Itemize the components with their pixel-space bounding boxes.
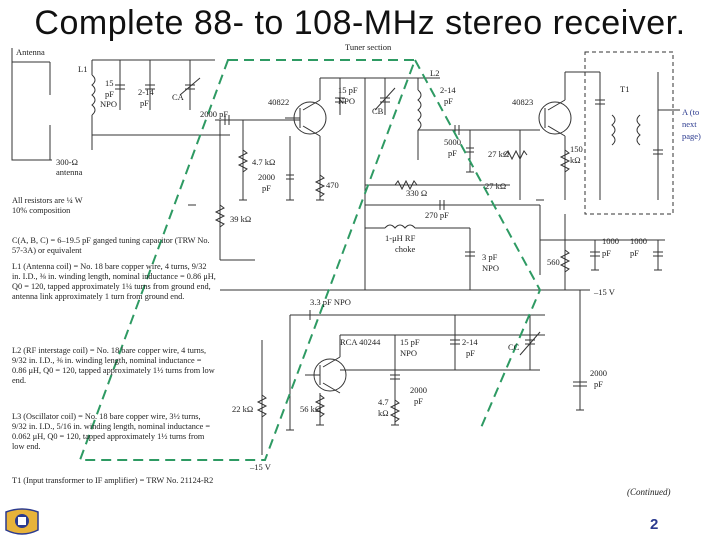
- pf6-label: pF: [602, 248, 611, 258]
- q2-label: 40823: [512, 97, 533, 107]
- r-150k: [559, 149, 571, 173]
- r47kb-label: 4.7: [378, 397, 389, 407]
- note-resistors: All resistors are ¼ W 10% composition: [12, 196, 217, 216]
- c1000b-label: 1000: [630, 236, 647, 246]
- r22k-label: 22 kΩ: [232, 404, 253, 414]
- r150k-label: 150: [570, 144, 583, 154]
- pf9-label: pF: [414, 396, 423, 406]
- t1-box: [584, 51, 674, 215]
- c5000-label: 5000: [444, 137, 461, 147]
- npo3-label: NPO: [482, 263, 499, 273]
- l2-coil: [417, 89, 422, 131]
- c3pf-label: 3 pF: [482, 252, 498, 262]
- note-resistors-2: 10% composition: [12, 206, 71, 215]
- kohm-label: kΩ: [570, 155, 581, 165]
- output-a-label: A (to: [682, 107, 699, 117]
- slide-title: Complete 88- to 108-MHz stereo receiver.: [34, 4, 686, 42]
- tuner-section-box-b: [414, 59, 542, 431]
- q1-label: 40822: [268, 97, 289, 107]
- c15-label: 15: [105, 78, 114, 88]
- pf3-label: pF: [262, 183, 271, 193]
- r27k-label: 27 kΩ: [488, 149, 509, 159]
- rfc-label: 1-μH RF: [385, 233, 416, 243]
- ca-label: CA: [172, 92, 185, 102]
- output-c-label: page): [682, 131, 701, 141]
- r-56k: [314, 394, 326, 418]
- r560-label: 560: [547, 257, 560, 267]
- t1-primary: [611, 114, 616, 146]
- r-470: [314, 174, 326, 198]
- c270-label: 270 pF: [425, 210, 449, 220]
- c15b-label: 15 pF: [338, 85, 358, 95]
- t1-secondary: [636, 114, 641, 146]
- c2000c-label: 2000: [410, 385, 427, 395]
- r330-label: 330 Ω: [406, 188, 427, 198]
- note-l1: L1 (Antenna coil) = No. 18 bare copper w…: [12, 262, 216, 301]
- pf1-label: pF: [105, 89, 114, 99]
- l1-coil: [91, 74, 96, 116]
- q3-label: RCA 40244: [340, 337, 381, 347]
- rf-choke: [384, 224, 416, 229]
- continued-label: (Continued): [627, 487, 671, 497]
- c2000a-label: 2000 pF: [200, 109, 228, 119]
- r470-label: 470: [326, 180, 339, 190]
- c214c-label: 2-14: [462, 337, 478, 347]
- note-resistors-1: All resistors are ¼ W: [12, 196, 83, 205]
- note-l2: L2 (RF interstage coil) = No. 18 bare co…: [12, 346, 215, 385]
- npo4-label: NPO: [400, 348, 417, 358]
- note-t1: T1 (Input transformer to IF amplifier) =…: [12, 476, 214, 485]
- npo2-label: NPO: [338, 96, 355, 106]
- v15-label: –15 V: [593, 287, 616, 297]
- antenna2-label: antenna: [56, 167, 83, 177]
- pf4-label: pF: [444, 96, 453, 106]
- page-number: 2: [650, 516, 659, 533]
- c214-label: 2-14: [138, 87, 154, 97]
- r47k-label: 4.7 kΩ: [252, 157, 275, 167]
- cc-label: CC: [508, 342, 520, 352]
- r-22k: [256, 394, 268, 418]
- c1000a-label: 1000: [602, 236, 619, 246]
- note-capacitor: C(A, B, C) = 6–19.5 pF ganged tuning cap…: [12, 236, 210, 255]
- l1-label: L1: [78, 64, 87, 74]
- c33-label: 3.3 pF NPO: [310, 297, 351, 307]
- university-seal-logo: [5, 508, 39, 535]
- antenna-frame: [11, 48, 52, 161]
- t1-label: T1: [620, 84, 629, 94]
- ground-symbols: [188, 171, 662, 431]
- pf10-label: pF: [594, 379, 603, 389]
- vneg15-label: –15 V: [249, 462, 272, 472]
- r-4k7: [237, 149, 249, 173]
- r39k-label: 39 kΩ: [230, 214, 251, 224]
- r-4k7-b: [389, 399, 401, 423]
- npo1-label: NPO: [100, 99, 117, 109]
- pf7-label: pF: [630, 248, 639, 258]
- r-27k-a: [504, 149, 528, 161]
- antenna-label: Antenna: [16, 47, 45, 57]
- pf5-label: pF: [448, 148, 457, 158]
- note-l3: L3 (Oscillator coil) = No. 18 bare coppe…: [12, 412, 211, 451]
- pf2-label: pF: [140, 98, 149, 108]
- c2000d-label: 2000: [590, 368, 607, 378]
- r56k-label: 56 kΩ: [300, 404, 321, 414]
- r-330: [394, 179, 418, 191]
- c15c-label: 15 pF: [400, 337, 420, 347]
- c2000b-label: 2000: [258, 172, 275, 182]
- q2-transistor: [538, 101, 572, 135]
- tuner-section-box: [78, 59, 417, 461]
- choke-label: choke: [395, 244, 416, 254]
- output-b-label: next: [682, 119, 697, 129]
- ant300-label: 300-Ω: [56, 157, 78, 167]
- l2-label: L2: [430, 68, 439, 78]
- r27kb-label: 27 kΩ: [485, 181, 506, 191]
- cb-label: CB: [372, 106, 384, 116]
- kohm2-label: kΩ: [378, 408, 389, 418]
- pf8-label: pF: [466, 348, 475, 358]
- c214b-label: 2-14: [440, 85, 456, 95]
- r-560: [559, 249, 571, 273]
- tuner-section-label: Tuner section: [345, 42, 392, 52]
- r-39k: [214, 204, 226, 228]
